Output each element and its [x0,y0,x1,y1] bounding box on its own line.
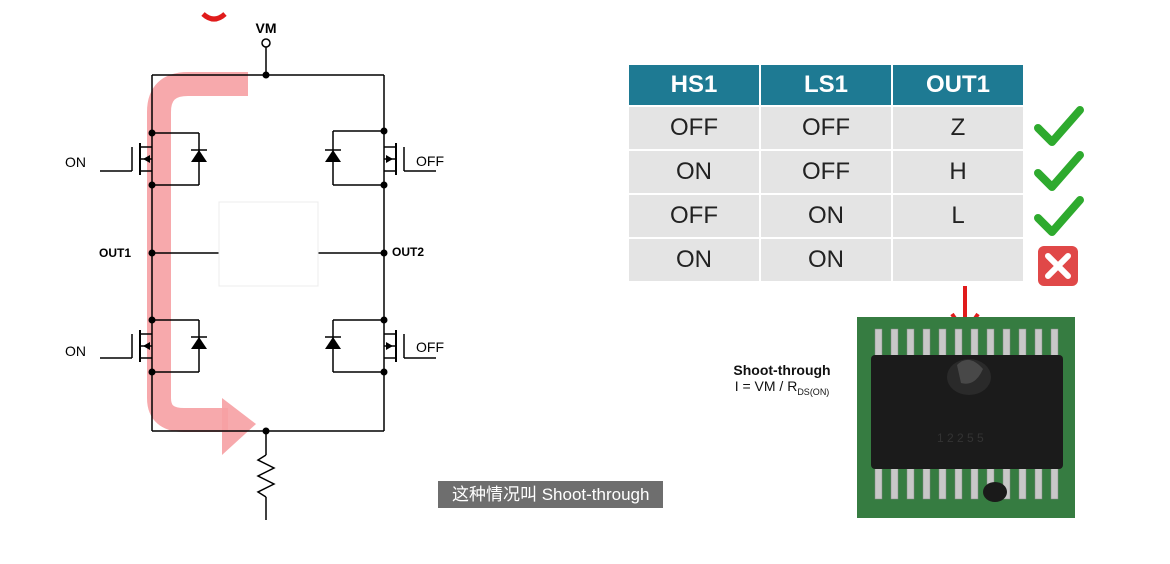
shoot-through-formula: I = VM / RDS(ON) [727,378,837,400]
cell-ls1: OFF [761,151,891,193]
left-bottom-mosfet [100,316,207,376]
cell-ls1: ON [761,239,891,281]
check-icon [1034,106,1084,146]
check-icon [1034,196,1084,236]
table-row: OFF OFF Z [629,107,1023,149]
cell-out1: L [893,195,1023,237]
left-bottom-state-label: ON [65,343,86,359]
formula-text: I = VM / R [734,378,798,394]
right-top-state-label: OFF [416,153,444,169]
header-out1: OUT1 [893,65,1023,105]
cell-ls1: ON [761,195,891,237]
cell-hs1: OFF [629,107,759,149]
cell-hs1: OFF [629,195,759,237]
sense-resistor [256,431,276,520]
formula-subscript: DS(ON) [797,386,830,397]
shoot-through-label: Shoot-through I = VM / RDS(ON) [727,362,837,400]
cross-icon [1038,246,1078,286]
shoot-through-current-path [147,72,248,432]
header-ls1: LS1 [761,65,891,105]
cell-ls1: OFF [761,107,891,149]
table-row: ON ON [629,239,1023,281]
right-bottom-state-label: OFF [416,339,444,355]
cell-out1: H [893,151,1023,193]
header-hs1: HS1 [629,65,759,105]
table-row: OFF ON L [629,195,1023,237]
top-red-fragment [201,12,227,22]
check-icon [1034,151,1084,191]
out1-label: OUT1 [99,246,131,260]
cell-out1 [893,239,1023,281]
shoot-through-title: Shoot-through [733,362,831,378]
left-top-state-label: ON [65,154,86,170]
current-arrow-head [222,398,256,455]
vm-terminal [261,38,271,48]
svg-text:1 2 2 5 5: 1 2 2 5 5 [937,431,984,445]
cell-hs1: ON [629,151,759,193]
cell-out1: Z [893,107,1023,149]
right-top-mosfet [325,127,436,189]
left-top-mosfet [100,129,207,189]
burned-chip-photo: 1 2 2 5 5 [857,317,1075,518]
motor-load-box [218,201,319,287]
out2-label: OUT2 [392,245,424,259]
video-subtitle: 这种情况叫 Shoot-through [438,481,664,508]
table-row: ON OFF H [629,151,1023,193]
cell-hs1: ON [629,239,759,281]
vm-label: VM [256,20,277,36]
truth-table: HS1 LS1 OUT1 OFF OFF Z ON OFF H OFF ON L [627,63,1025,283]
right-bottom-mosfet [325,316,436,376]
